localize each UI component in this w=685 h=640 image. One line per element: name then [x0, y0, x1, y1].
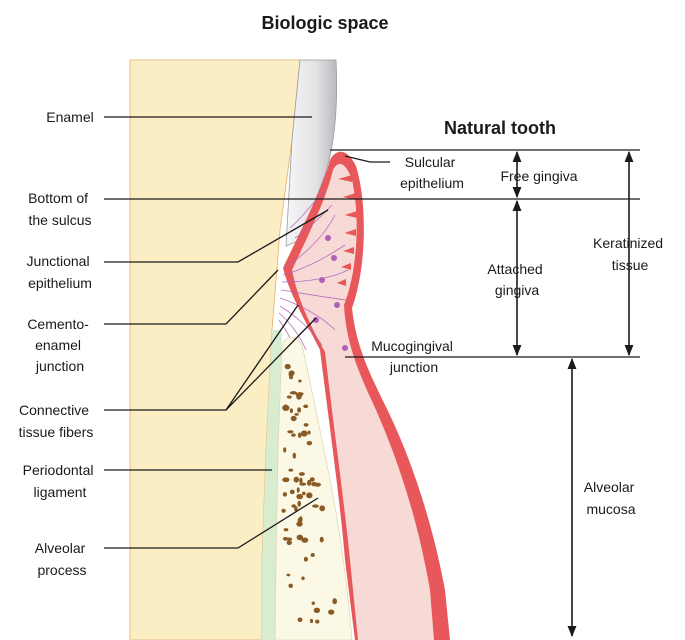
bone-pore: [299, 477, 303, 484]
bone-pore: [290, 415, 297, 422]
bone-pore: [298, 379, 302, 383]
bone-pore: [288, 370, 294, 378]
label-enamel: Enamel: [46, 109, 93, 125]
bone-pore: [296, 534, 303, 541]
bone-pore: [281, 508, 286, 513]
bone-pore: [292, 452, 296, 459]
dimension-arrows: [512, 150, 634, 638]
rete-ridges: [336, 175, 357, 286]
bone-pore: [297, 617, 303, 623]
label-alveolar-mucosa: Alveolar mucosa: [584, 479, 638, 517]
bone-pore: [289, 489, 295, 495]
label-sulcular-epithelium: Sulcular epithelium: [400, 154, 464, 191]
rete-ridge: [338, 175, 352, 182]
bone-pore: [297, 407, 302, 413]
bone-pore: [283, 447, 287, 453]
bone-pore: [301, 576, 305, 581]
bone-pore: [319, 536, 324, 543]
bone-pore: [309, 618, 314, 624]
bone-pore: [282, 477, 290, 483]
bone-pore: [311, 601, 315, 605]
bone-pore: [282, 492, 287, 497]
bone-pore: [302, 491, 306, 496]
bone-pore: [310, 553, 315, 557]
center-labels: Sulcular epithelium Mucogingival junctio…: [371, 154, 464, 375]
dimension-labels: Free gingiva Attached gingiva Keratinize…: [487, 168, 667, 517]
rete-ridge: [343, 247, 354, 254]
rete-ridge: [336, 279, 346, 286]
bone-pore: [288, 468, 294, 472]
bone-pore: [319, 505, 326, 512]
bone-pore: [297, 500, 302, 507]
label-junctional-epithelium: Junctional epithelium: [27, 253, 94, 291]
bone-pore: [303, 556, 308, 562]
bone-pore: [286, 537, 293, 541]
bone-pore: [294, 413, 299, 416]
bone-pore: [303, 423, 309, 427]
fibroblast-dots: [313, 235, 348, 351]
bone-pore: [313, 607, 321, 613]
bone-pore: [291, 433, 296, 437]
bone-pore: [289, 408, 293, 414]
bone-pore: [283, 404, 288, 408]
bone-pore: [303, 404, 309, 409]
bone-pore: [286, 395, 292, 399]
bone-pore: [328, 609, 335, 615]
bone-pore: [306, 492, 313, 499]
bone-pore: [298, 472, 305, 476]
bone-pore: [315, 619, 320, 624]
bone-pore: [286, 540, 292, 546]
label-free-gingiva: Free gingiva: [500, 168, 577, 184]
rete-ridge: [344, 211, 357, 218]
bone-pore: [307, 430, 311, 435]
bone-pore: [289, 391, 297, 395]
bone-pore: [283, 528, 289, 532]
bone-pore: [332, 598, 338, 605]
label-periodontal-ligament: Periodontal ligament: [23, 462, 98, 500]
bone-pore: [314, 482, 321, 487]
bone-pore: [306, 441, 313, 446]
bone-pore: [296, 521, 303, 527]
bone-pore: [297, 432, 302, 438]
diagram-title: Biologic space: [261, 13, 388, 33]
leader-lines: [104, 116, 640, 549]
bone-pore: [299, 482, 307, 486]
bone-pore: [296, 393, 302, 400]
gingiva-connective-tissue: [292, 164, 434, 640]
bone-pore: [284, 363, 291, 370]
bone-pore: [296, 487, 300, 493]
bone-pore: [286, 573, 291, 577]
bone-pore: [291, 504, 297, 508]
rete-ridge: [342, 193, 356, 200]
label-cemento-enamel-junction: Cemento- enamel junction: [27, 316, 92, 374]
label-connective-tissue-fibers: Connective tissue fibers: [19, 402, 94, 440]
label-attached-gingiva: Attached gingiva: [487, 261, 546, 298]
bone-pore: [307, 479, 312, 486]
bone-pore: [288, 583, 294, 588]
connective-tissue-fibers: [278, 189, 349, 353]
natural-tooth-heading: Natural tooth: [444, 118, 556, 138]
bone-pore: [300, 430, 308, 437]
bone-pore: [312, 504, 319, 508]
left-labels: Enamel Bottom of the sulcus Junctional e…: [19, 109, 98, 578]
label-bottom-of-sulcus: Bottom of the sulcus: [28, 190, 92, 228]
alveolar-bone: [274, 337, 353, 640]
bone-pore: [299, 516, 303, 523]
bone-pore: [287, 430, 294, 434]
label-mucogingival-junction: Mucogingival junction: [371, 338, 457, 375]
periodontal-ligament-strip: [262, 330, 282, 640]
bone-pore: [296, 493, 304, 500]
label-keratinized-tissue: Keratinized tissue: [593, 235, 667, 273]
rete-ridge: [341, 263, 351, 270]
label-alveolar-process: Alveolar process: [35, 540, 89, 578]
bone-pore: [309, 477, 315, 482]
rete-ridge: [344, 229, 356, 236]
bone-pore: [301, 537, 309, 543]
bone-pores: [281, 363, 338, 624]
bone-pore: [293, 476, 299, 483]
